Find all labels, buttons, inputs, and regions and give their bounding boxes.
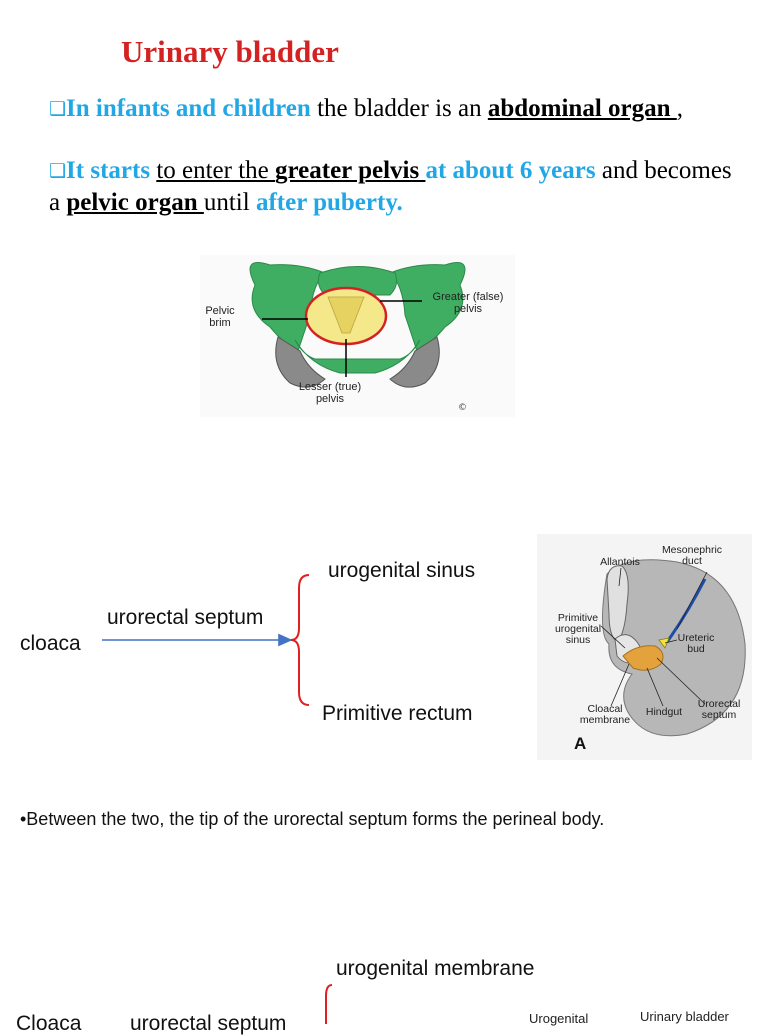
- ptr-mesonephric: [676, 571, 708, 630]
- embryo-figure: Allantois Mesonephric duct Primitive uro…: [537, 534, 752, 760]
- label-pelvic-brim: Pelvic brim: [205, 305, 235, 329]
- label-primitive-sinus: Primitive urogenital sinus: [554, 612, 602, 646]
- paragraph-infants: ❑In infants and children the bladder is …: [49, 93, 739, 125]
- label-urogenital-membrane: urogenital membrane: [336, 957, 535, 980]
- para2-text2: until: [203, 189, 256, 216]
- label-allantois: Allantois: [600, 556, 640, 568]
- pelvis-lower: [294, 339, 421, 374]
- para1-text-end: ,: [676, 95, 684, 122]
- ptr-hindgut: [646, 667, 664, 707]
- cloaca-arrow-and-brace: [102, 574, 310, 706]
- allantois-tube: [606, 565, 629, 643]
- label-cloaca: cloaca: [20, 632, 81, 655]
- label-cloaca-bottom: Cloaca: [16, 1012, 82, 1035]
- para1-lead: In infants and children: [66, 95, 311, 122]
- para2-blue-years: at about 6 years: [425, 157, 596, 184]
- slide-title: Urinary bladder: [121, 34, 339, 69]
- label-hindgut: Hindgut: [645, 706, 683, 718]
- pelvis-bones: [249, 262, 466, 388]
- label-urorectal-septum: urorectal septum: [107, 606, 264, 629]
- label-cloacal-membrane: Cloacal membrane: [579, 703, 631, 726]
- ureteric-bud-shape: [658, 637, 670, 649]
- pelvis-right-ischium: [389, 336, 440, 388]
- para2-underlined: to enter the: [156, 157, 276, 184]
- label-urogenital-sinus: urogenital sinus: [328, 559, 476, 582]
- label-urorectal-septum-bottom: urorectal septum: [130, 1012, 287, 1035]
- label-urinary-bladder-fig: Urinary bladder: [640, 1009, 729, 1024]
- red-brace: [290, 574, 310, 706]
- para2-strong2: pelvic organ: [66, 189, 204, 216]
- ptr-cloacal: [610, 663, 630, 707]
- note-perineal-body: •Between the two, the tip of the urorect…: [20, 809, 605, 829]
- para1-strong: abdominal organ: [487, 95, 677, 122]
- bullet-icon: ❑: [49, 98, 67, 120]
- pelvis-left-ischium: [275, 336, 326, 388]
- copyright-icon: ©: [458, 403, 467, 413]
- label-primitive-rectum: Primitive rectum: [322, 702, 473, 725]
- embryo-illustration: [600, 559, 746, 737]
- sacrum-shape: [327, 296, 365, 334]
- label-lesser-pelvis: Lesser (true) pelvis: [298, 381, 362, 405]
- figure-letter: A: [574, 734, 587, 753]
- label-mesonephric-duct: Mesonephric duct: [661, 544, 723, 567]
- label-urorectal-septum-fig: Urorectal septum: [697, 698, 741, 721]
- pelvis-illustration: [249, 262, 466, 388]
- paragraph-starts: ❑It starts to enter the greater pelvis a…: [49, 155, 739, 218]
- label-greater-pelvis: Greater (false) pelvis: [432, 291, 504, 315]
- embryo-body: [601, 559, 746, 737]
- ptr-primitive: [600, 625, 626, 649]
- label-ureteric-bud: Ureteric bud: [677, 632, 715, 655]
- ptr-urorectal: [656, 657, 706, 705]
- para2-blue-puberty: after puberty.: [255, 189, 403, 216]
- ptr-allantois: [618, 567, 622, 587]
- mesonephric-duct: [665, 578, 707, 643]
- urorectal-septum-shape: [622, 645, 664, 671]
- para1-text: the bladder is an: [310, 95, 488, 122]
- bottom-brace: [325, 984, 333, 1024]
- para2-strong: greater pelvis: [275, 157, 426, 184]
- para2-lead: It starts: [66, 157, 151, 184]
- label-urogenital-fig: Urogenital: [529, 1011, 589, 1026]
- para2-text: and becomes a: [49, 157, 732, 216]
- ptr-ureteric: [664, 639, 678, 644]
- bullet-icon: ❑: [49, 160, 67, 182]
- pelvis-diagram: Pelvic brim Greater (false) pelvis Lesse…: [200, 255, 515, 417]
